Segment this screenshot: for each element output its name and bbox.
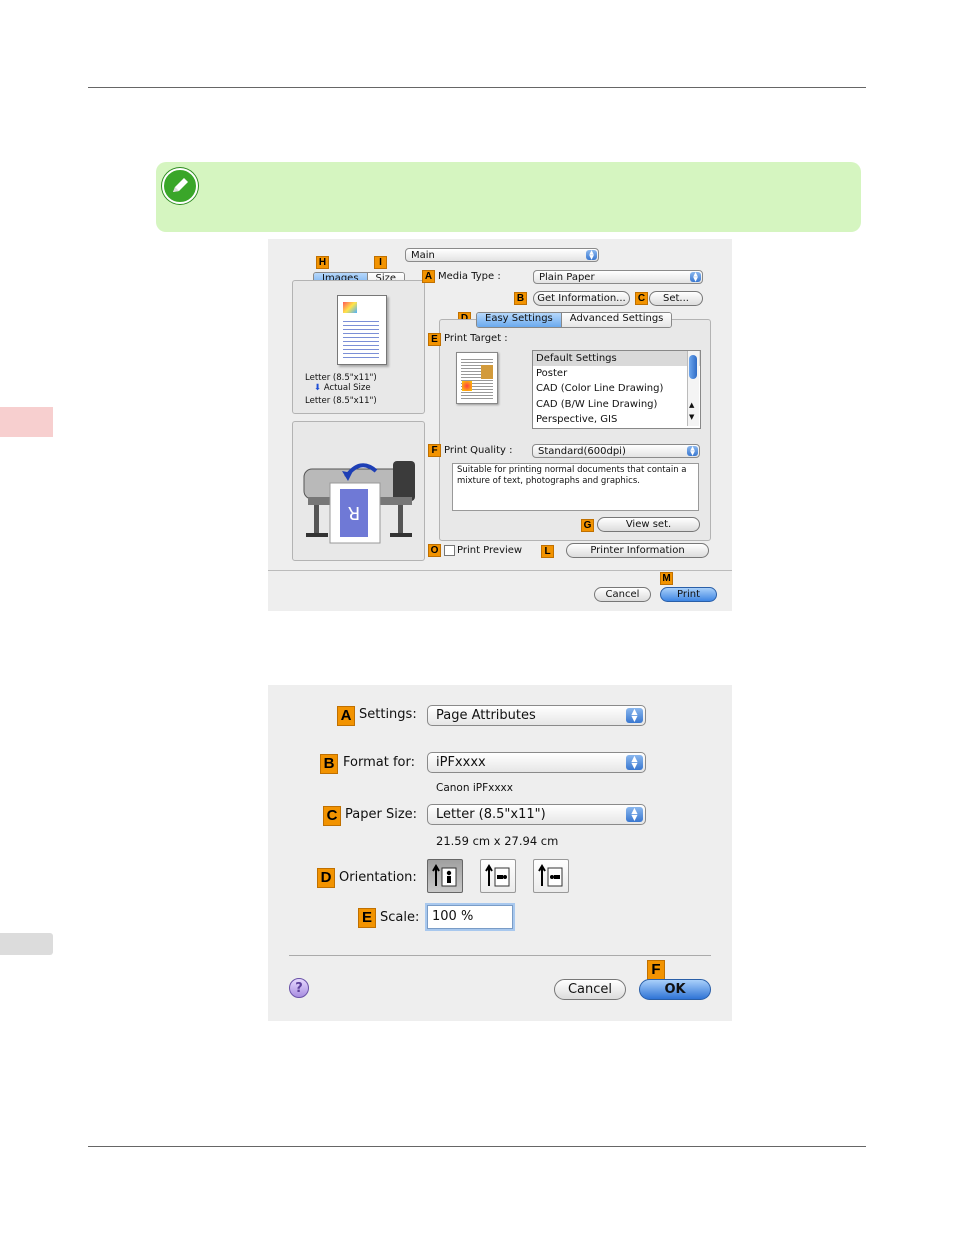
photo-icon	[481, 365, 493, 379]
list-item[interactable]: Poster	[536, 368, 568, 380]
size-info-source: Letter (8.5"x11")	[305, 373, 377, 383]
reverse-landscape-icon	[538, 864, 563, 887]
size-info-scale: ⬇ Actual Size	[314, 383, 371, 393]
callout-b: B	[514, 292, 527, 305]
callout-o: O	[428, 544, 441, 557]
settings-value: Page Attributes	[436, 708, 536, 723]
orientation-landscape-button[interactable]	[480, 859, 516, 893]
settings-tabs[interactable]: Easy Settings Advanced Settings	[476, 312, 673, 328]
popup-arrows-icon: ▲▼	[626, 708, 643, 723]
print-quality-popup[interactable]: Standard(600dpi) ▲▼	[532, 444, 700, 458]
callout-c: C	[323, 806, 341, 826]
callout-l: L	[541, 545, 554, 558]
pencil-note-icon	[162, 168, 198, 204]
settings-popup[interactable]: Page Attributes ▲▼	[427, 705, 646, 726]
settings-label: Settings:	[359, 707, 417, 722]
chart-icon	[462, 381, 472, 391]
view-set-button[interactable]: View set.	[597, 517, 700, 532]
callout-e: E	[428, 333, 441, 346]
size-info-scale-label: Actual Size	[323, 383, 371, 393]
scale-input[interactable]: 100 %	[427, 905, 513, 929]
list-scrollbar[interactable]: ▲ ▼	[687, 351, 699, 426]
help-icon[interactable]: ?	[289, 978, 309, 998]
bottom-rule	[88, 1146, 866, 1147]
tab-easy-settings[interactable]: Easy Settings	[477, 313, 562, 327]
paper-size-label: Paper Size:	[345, 807, 418, 822]
print-preview-label: Print Preview	[457, 545, 523, 556]
callout-h: H	[316, 256, 329, 269]
callout-f: F	[428, 444, 441, 457]
dialog-divider	[289, 955, 711, 956]
callout-g: G	[581, 519, 594, 532]
text-lines-icon	[343, 318, 379, 358]
print-target-list[interactable]: Default Settings Poster CAD (Color Line …	[532, 350, 701, 429]
callout-i: I	[374, 256, 387, 269]
scale-label: Scale:	[380, 910, 420, 925]
popup-arrows-icon: ▲▼	[690, 272, 701, 283]
portrait-icon	[432, 864, 457, 887]
orientation-label: Orientation:	[339, 870, 417, 885]
ok-button[interactable]: OK	[639, 979, 711, 1000]
paper-size-value: Letter (8.5"x11")	[436, 807, 546, 822]
orientation-reverse-landscape-button[interactable]	[533, 859, 569, 893]
list-item[interactable]: Default Settings	[533, 351, 700, 367]
format-for-popup[interactable]: iPFxxxx ▲▼	[427, 752, 646, 773]
print-quality-value: Standard(600dpi)	[538, 446, 626, 457]
page-preview-thumbnail	[337, 295, 387, 365]
popup-arrows-icon: ▲▼	[586, 250, 597, 261]
list-item[interactable]: Perspective, GIS	[536, 413, 618, 425]
orientation-portrait-button[interactable]	[427, 859, 463, 893]
cancel-button[interactable]: Cancel	[594, 587, 651, 602]
print-preview-checkbox[interactable]	[444, 545, 455, 556]
popup-arrows-icon: ▲▼	[687, 446, 698, 457]
print-quality-label: Print Quality :	[444, 445, 513, 456]
scroll-thumb[interactable]	[689, 355, 697, 379]
landscape-icon	[485, 864, 510, 887]
paper-size-subtext: 21.59 cm x 27.94 cm	[436, 834, 559, 848]
quality-description: Suitable for printing normal documents t…	[452, 463, 699, 511]
print-button[interactable]: Print	[660, 587, 717, 602]
chapter-tab	[0, 407, 53, 437]
svg-text:R: R	[348, 502, 361, 523]
callout-m: M	[660, 572, 673, 585]
popup-arrows-icon: ▲▼	[626, 755, 643, 770]
set-button[interactable]: Set...	[649, 291, 703, 306]
callout-d: D	[317, 868, 335, 888]
callout-a: A	[337, 706, 355, 726]
paper-size-popup[interactable]: Letter (8.5"x11") ▲▼	[427, 804, 646, 825]
scroll-up-icon[interactable]: ▲	[689, 401, 695, 409]
arrow-down-icon: ⬇	[314, 383, 322, 393]
callout-c: C	[635, 292, 648, 305]
printer-illustration-icon: R	[303, 461, 415, 544]
size-info-output: Letter (8.5"x11")	[305, 396, 377, 406]
tab-advanced-settings[interactable]: Advanced Settings	[561, 313, 672, 327]
callout-a: A	[422, 270, 435, 283]
note-box	[156, 162, 861, 232]
print-target-thumbnail	[456, 352, 498, 404]
format-for-subtext: Canon iPFxxxx	[436, 782, 513, 794]
format-for-label: Format for:	[343, 755, 415, 770]
cancel-button[interactable]: Cancel	[554, 979, 626, 1000]
main-popup[interactable]: Main ▲▼	[405, 248, 599, 262]
scroll-down-icon[interactable]: ▼	[689, 413, 695, 421]
callout-b: B	[320, 754, 338, 774]
media-type-value: Plain Paper	[539, 272, 595, 283]
printer-information-button[interactable]: Printer Information	[566, 543, 709, 558]
list-item[interactable]: CAD (B/W Line Drawing)	[536, 398, 658, 410]
list-item[interactable]: CAD (Color Line Drawing)	[536, 383, 664, 395]
main-popup-value: Main	[411, 250, 435, 261]
media-type-label: Media Type :	[438, 271, 501, 282]
dialog-divider	[268, 570, 732, 571]
callout-e: E	[358, 908, 376, 928]
top-rule	[88, 87, 866, 88]
format-for-value: iPFxxxx	[436, 755, 486, 770]
popup-arrows-icon: ▲▼	[626, 807, 643, 822]
media-type-popup[interactable]: Plain Paper ▲▼	[533, 270, 703, 284]
get-information-button[interactable]: Get Information...	[533, 291, 630, 306]
index-tab	[0, 933, 53, 955]
image-thumbnail-icon	[343, 302, 357, 313]
callout-f: F	[647, 960, 665, 980]
print-target-label: Print Target :	[444, 333, 508, 344]
